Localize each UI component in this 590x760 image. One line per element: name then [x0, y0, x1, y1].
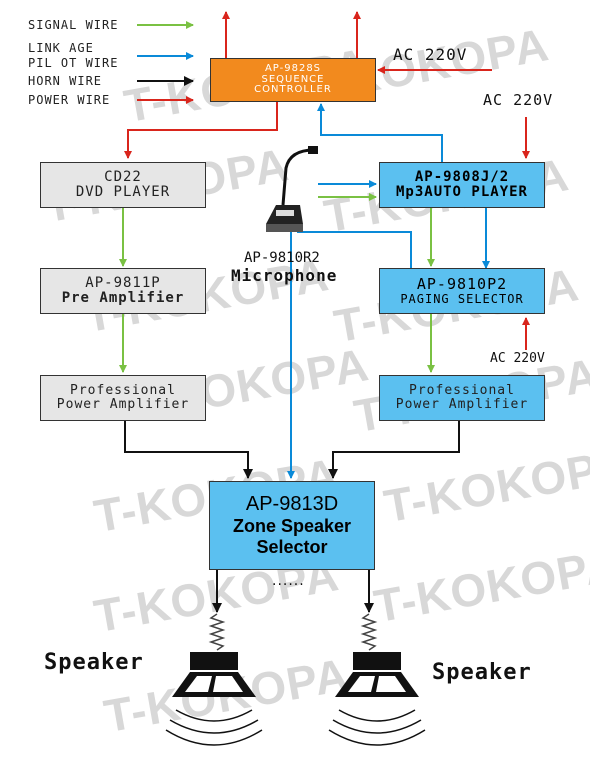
zone-line3: Selector	[256, 537, 328, 557]
more-zones-dots: ......	[272, 573, 305, 589]
zone-line2: Zone Speaker	[232, 516, 352, 537]
dvd-name: DVD PLAYER	[75, 184, 171, 200]
dvd-model: CD22	[104, 169, 142, 186]
paging-name: PAGING SELECTOR	[400, 291, 524, 306]
paging-model: AP-9810P2	[416, 274, 508, 293]
power-amplifier-right-box: Professional Power Amplifier	[379, 375, 545, 421]
zone-speaker-selector-box: AP-9813D Zone Speaker Selector	[209, 481, 375, 570]
legend-signal-label: SIGNAL WIRE	[28, 18, 119, 32]
pre-amp-name: Pre Amplifier	[61, 290, 185, 306]
pre-amplifier-box: AP-9811P Pre Amplifier	[40, 268, 206, 314]
speaker-right-icon	[328, 652, 426, 746]
ac-label-top: AC 220V	[393, 45, 468, 64]
microphone-icon	[266, 146, 318, 232]
mp3-name: Mp3AUTO PLAYER	[395, 184, 528, 200]
speaker-wire-spring	[208, 613, 226, 651]
power-amp-right-line2: Power Amplifier	[395, 397, 529, 412]
sequence-line3: CONTROLLER	[254, 84, 332, 96]
legend-horn-label: HORN WIRE	[28, 74, 103, 88]
power-amp-right-line1: Professional	[409, 383, 515, 399]
legend-link-label-1: LINK AGE	[28, 41, 94, 55]
paging-selector-box: AP-9810P2 PAGING SELECTOR	[379, 268, 545, 314]
mp3-player-box: AP-9808J/2 Mp3AUTO PLAYER	[379, 162, 545, 208]
sequence-line2: SEQUENCE	[261, 73, 325, 85]
pre-amp-model: AP-9811P	[85, 275, 161, 292]
speaker-wire-spring	[360, 613, 378, 651]
sequence-model: AP-9828S	[264, 63, 322, 75]
speaker-left-label: Speaker	[44, 650, 144, 675]
mp3-model: AP-9808J/2	[414, 169, 510, 186]
microphone-label: Microphone	[231, 266, 338, 285]
power-amplifier-left-box: Professional Power Amplifier	[40, 375, 206, 421]
microphone-model: AP-9810R2	[244, 250, 320, 266]
speaker-left-icon	[165, 652, 263, 746]
legend-power-label: POWER WIRE	[28, 93, 111, 107]
dvd-player-box: CD22 DVD PLAYER	[40, 162, 206, 208]
power-amp-left-line1: Professional	[70, 383, 176, 399]
sequence-controller-box: AP-9828S SEQUENCE CONTROLLER	[210, 58, 376, 102]
zone-model: AP-9813D	[245, 493, 339, 516]
power-amp-left-line2: Power Amplifier	[56, 397, 190, 412]
legend-link-label-2: PIL OT WIRE	[28, 56, 119, 70]
ac-label-paging: AC 220V	[490, 351, 545, 366]
speaker-right-label: Speaker	[432, 660, 532, 685]
ac-label-right: AC 220V	[483, 91, 554, 109]
